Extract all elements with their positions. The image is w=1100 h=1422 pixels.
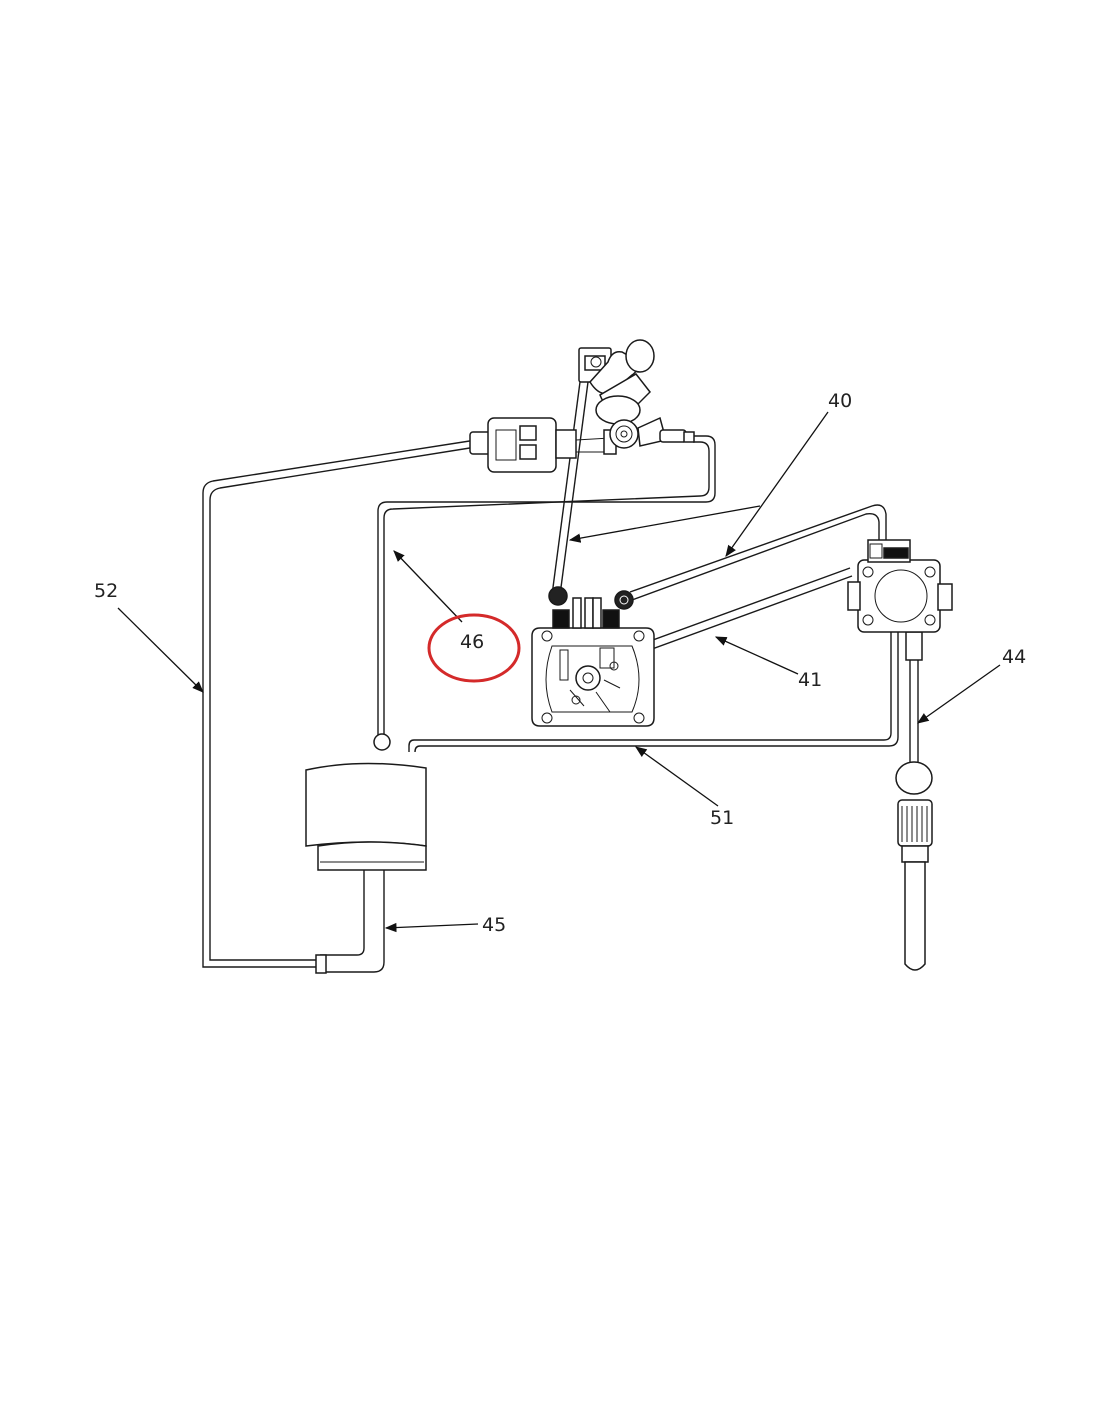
tube-51 <box>408 620 899 753</box>
tube-46 <box>373 435 716 751</box>
steam-valve <box>578 339 695 449</box>
intake-filter <box>895 761 933 971</box>
water-reservoir <box>305 762 427 974</box>
callout-44: 44 <box>917 646 1026 724</box>
tube-46-end-fitting <box>373 733 391 751</box>
tube-feed <box>551 381 589 596</box>
highlight-circle-46 <box>427 613 521 683</box>
callout-52: 52 <box>94 580 204 693</box>
label-40: 40 <box>828 390 852 412</box>
label-52: 52 <box>94 580 118 602</box>
tube-52 <box>202 439 477 968</box>
callout-40: 40 <box>568 390 852 557</box>
callout-46: 46 <box>393 550 521 683</box>
callout-45: 45 <box>384 914 506 936</box>
tube-45 <box>320 870 385 973</box>
boiler <box>531 586 655 727</box>
label-46: 46 <box>460 631 484 653</box>
tube-44-connector <box>905 631 923 661</box>
pump-block <box>847 539 953 633</box>
label-51: 51 <box>710 807 734 829</box>
tube-40 <box>629 504 887 601</box>
tube-44 <box>905 631 923 770</box>
callout-51: 51 <box>635 746 734 829</box>
label-41: 41 <box>798 669 822 691</box>
label-45: 45 <box>482 914 506 936</box>
callout-41: 41 <box>714 636 822 691</box>
pump <box>469 417 617 473</box>
tube-41 <box>619 567 853 661</box>
label-44: 44 <box>1002 646 1026 668</box>
